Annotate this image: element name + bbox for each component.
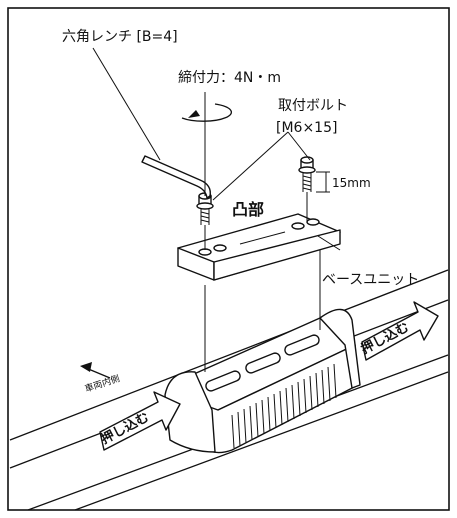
torque-label: 締付力：4N・m <box>178 69 281 86</box>
hex-wrench <box>141 155 211 199</box>
convex-label: 凸部 <box>232 200 264 219</box>
base-unit-plate <box>177 213 341 281</box>
bolt-label-line1: 取付ボルト <box>278 98 348 114</box>
wrench-label: 六角レンチ [B=4] <box>62 29 178 45</box>
vehicle-inner-label: 車両内側 <box>83 372 121 395</box>
push-arrow-right <box>361 301 439 361</box>
leader-lines <box>92 47 341 372</box>
rotation-arrow <box>181 103 232 122</box>
left-bolt <box>196 192 214 225</box>
base-unit-label: ベースユニット <box>322 272 419 288</box>
bolt-label-line2: [M6×15] <box>276 120 337 136</box>
vehicle-inner-arrow <box>80 362 111 379</box>
diagram-frame <box>7 7 450 511</box>
bolt-length-label: 15mm <box>332 176 371 190</box>
base-unit-block <box>164 308 361 454</box>
right-bolt <box>298 156 316 192</box>
push-arrow-left <box>99 391 181 451</box>
